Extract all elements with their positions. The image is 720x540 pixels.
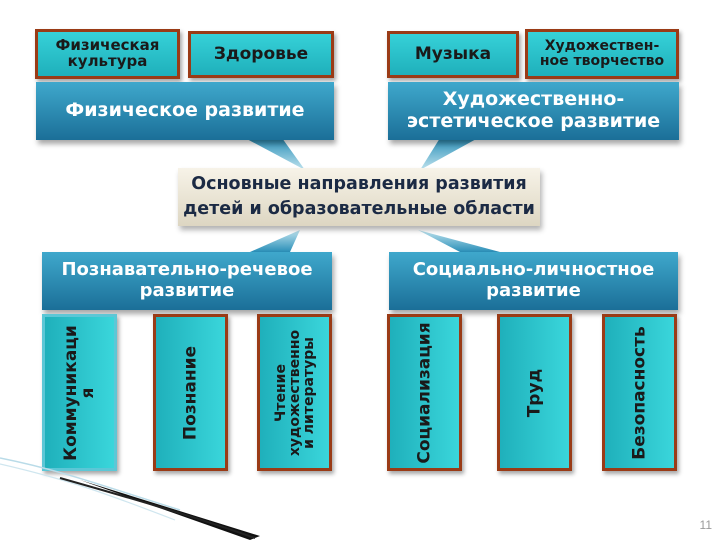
box-art-creativity: Художествен- ное творчество <box>525 29 679 79</box>
box-physical-culture: Физическая культура <box>35 29 180 79</box>
banner-cognitive-line2: развитие <box>139 280 235 301</box>
center-line2: детей и образовательные области <box>183 199 535 219</box>
vbox-communication: Коммуникаци я <box>42 314 117 471</box>
banner-physical-development: Физическое развитие <box>36 82 334 140</box>
box-health: Здоровье <box>188 31 334 78</box>
vbox-cognition: Познание <box>153 314 228 471</box>
banner-physical-development-label: Физическое развитие <box>65 99 305 122</box>
center-main-directions: Основные направления развития детей и об… <box>178 168 540 226</box>
vbox-fiction-line3: и литературы <box>300 336 317 449</box>
banner-social-personal-development: Социально-личностное развитие <box>389 252 678 310</box>
vbox-fiction-line2: художественно <box>286 329 303 456</box>
vbox-cognition-line1: Познание <box>180 345 200 440</box>
box-music: Музыка <box>387 31 519 78</box>
vbox-labor: Труд <box>497 314 572 471</box>
banner-artistic-aesthetic-development: Художественно- эстетическое развитие <box>388 82 679 140</box>
banner-social-line2: развитие <box>486 280 581 301</box>
vbox-safety: Безопасность <box>602 314 677 471</box>
banner-artistic-line2: эстетическое развитие <box>406 110 661 132</box>
vbox-fiction-reading: Чтение художественно и литературы <box>257 314 332 471</box>
banner-social-line1: Социально-личностное <box>412 259 655 281</box>
pointer-top-right <box>420 138 478 170</box>
vbox-fiction-line1: Чтение <box>272 363 289 422</box>
decorative-swoosh <box>0 457 260 540</box>
pointer-bottom-left <box>250 230 300 252</box>
swoosh-light-line-1 <box>0 457 181 511</box>
banner-cognitive-line1: Познавательно-речевое <box>61 259 313 281</box>
vbox-socialization: Социализация <box>387 314 462 471</box>
swoosh-dark-line <box>59 477 256 539</box>
pointer-bottom-right <box>418 230 500 252</box>
vbox-labor-line1: Труд <box>524 368 544 417</box>
swoosh-light-line-2 <box>0 463 176 521</box>
banner-artistic-line1: Художественно- <box>442 88 625 111</box>
pointer-top-left <box>245 138 305 170</box>
page-number: 11 <box>699 518 712 532</box>
banner-cognitive-speech-development: Познавательно-речевое развитие <box>42 252 332 310</box>
center-line1: Основные направления развития <box>191 173 527 194</box>
